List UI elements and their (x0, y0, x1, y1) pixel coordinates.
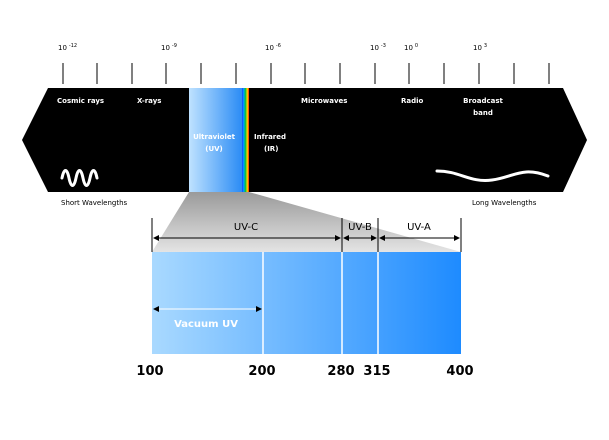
short-wavelengths-label: Short Wavelengths (61, 199, 128, 207)
band-broadcast-line2: band (473, 109, 493, 117)
uv-boundary-lines (262, 252, 379, 354)
scale-exponent-2: 10-9 (161, 43, 177, 52)
band-ultraviolet: Ultraviolet (193, 133, 236, 141)
band-cosmic-rays: Cosmic rays (57, 97, 104, 105)
scale-exponent-4: 10-3 (370, 43, 386, 52)
short-wave-icon (60, 169, 99, 187)
band-radio: Radio (401, 97, 424, 105)
band-microwaves: Microwaves (301, 97, 347, 105)
uvb-label: UV-B (348, 222, 372, 233)
scale-exponent-3: 10-6 (265, 43, 281, 52)
uv-regions: UV-C UV-B UV-A (151, 218, 462, 252)
band-x-rays: X-rays (137, 97, 161, 105)
visible-light-band (242, 88, 249, 192)
uv-detail-box (152, 252, 461, 354)
spectrum-bar (22, 88, 587, 192)
uvc-label: UV-C (234, 222, 258, 233)
vacuum-uv-label: Vacuum UV (174, 319, 238, 330)
band-infrared: Infrared (254, 133, 286, 141)
band-infrared-abbr: (IR) (264, 145, 278, 153)
band-ultraviolet-abbr: (UV) (205, 145, 223, 153)
scale-ticks (62, 63, 550, 84)
wavelength-200: 200 (248, 364, 275, 379)
band-broadcast: Broadcast (463, 97, 503, 105)
uv-band (189, 88, 242, 192)
scale-exponent-1: 10-12 (58, 43, 77, 52)
wavelength-280: 280 (327, 364, 354, 379)
wavelength-100: 100 (136, 364, 163, 379)
wavelength-400: 400 (446, 364, 473, 379)
wavelength-315: 315 (363, 364, 390, 379)
long-wavelengths-label: Long Wavelengths (472, 199, 537, 207)
long-wave-icon (435, 169, 550, 182)
uva-label: UV-A (407, 222, 431, 233)
